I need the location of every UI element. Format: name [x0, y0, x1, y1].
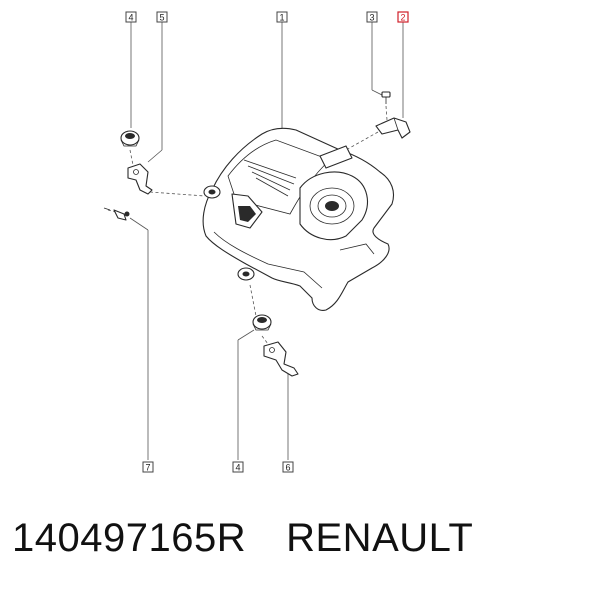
- svg-text:4: 4: [236, 463, 241, 473]
- bracket-part: [375, 117, 411, 139]
- grommet-part-top: [120, 130, 140, 147]
- brand-text: RENAULT: [286, 516, 474, 560]
- callout-5: 5: [156, 11, 168, 23]
- part-number-text: 140497165R: [12, 516, 247, 560]
- svg-text:6: 6: [286, 463, 291, 473]
- screw-part: [103, 207, 130, 221]
- grommet-part-bottom: [252, 314, 272, 331]
- callout-7: 7: [142, 461, 154, 473]
- callout-4-bottom: 4: [232, 461, 244, 473]
- svg-text:7: 7: [146, 463, 151, 473]
- svg-text:5: 5: [160, 13, 165, 23]
- caption: 140497165R RENAULT: [12, 516, 473, 561]
- clip-part-top: [127, 163, 153, 195]
- callout-2: 2: [397, 11, 409, 23]
- svg-text:3: 3: [370, 13, 375, 23]
- clip-part-bottom: [263, 341, 299, 377]
- exploded-parts-diagram: 1 2 3 4 5 4 6 7: [103, 11, 411, 473]
- bolt-part: [381, 91, 391, 104]
- callout-1: 1: [276, 11, 288, 23]
- svg-text:1: 1: [280, 13, 285, 23]
- callout-3: 3: [366, 11, 378, 23]
- svg-text:2: 2: [401, 13, 406, 23]
- svg-text:4: 4: [129, 13, 134, 23]
- callout-4-top: 4: [125, 11, 137, 23]
- engine-cover: [202, 127, 395, 311]
- callout-6: 6: [282, 461, 294, 473]
